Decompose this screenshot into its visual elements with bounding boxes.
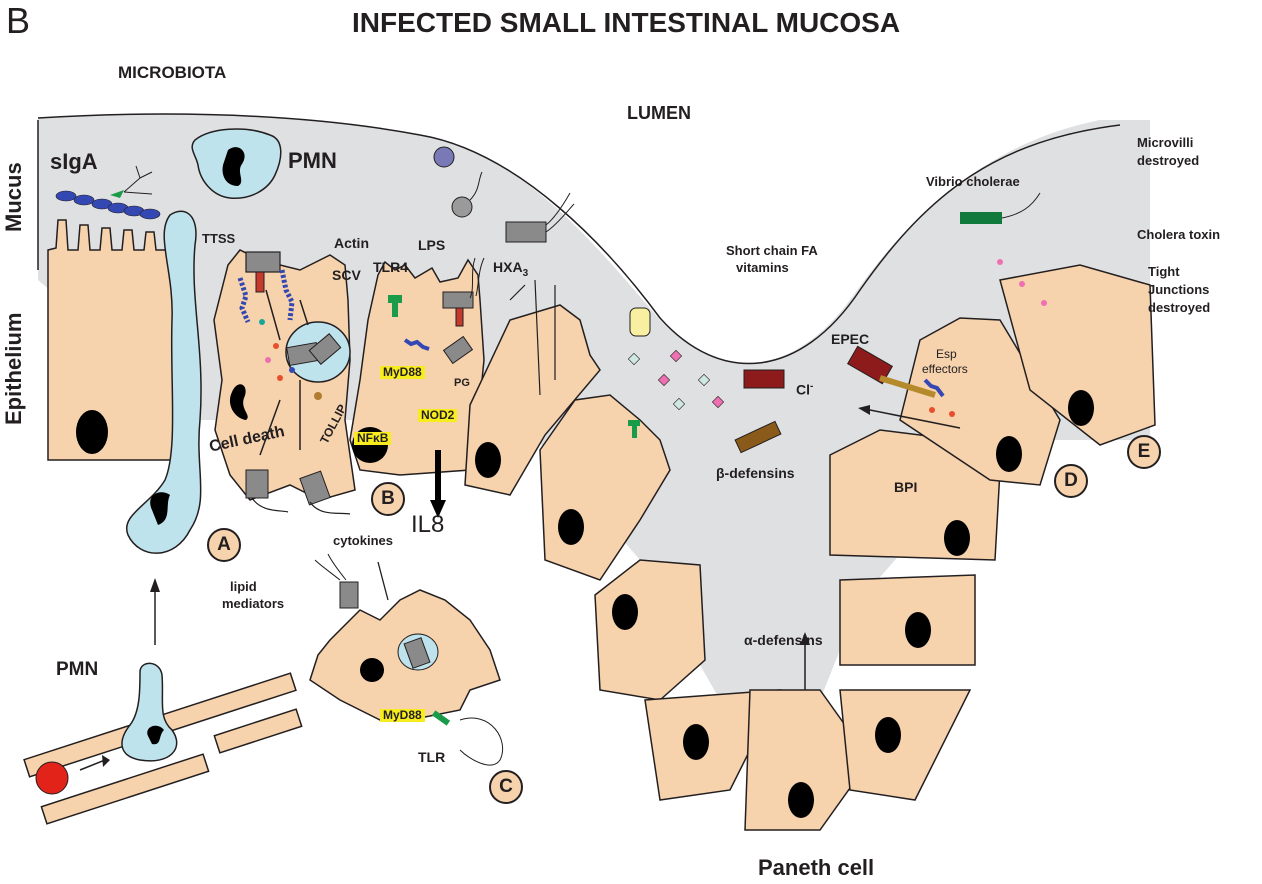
chloride-sup: - — [810, 381, 813, 392]
tlr-label: TLR — [418, 750, 445, 765]
panel-marker-b: B — [371, 482, 405, 516]
lumen-label: LUMEN — [627, 104, 691, 123]
tlr4-label: TLR4 — [373, 260, 408, 275]
siga-label: sIgA — [50, 150, 98, 173]
tight-junctions-label-1: Tight — [1148, 265, 1180, 279]
lipid-mediators-label-2: mediators — [222, 597, 284, 611]
lipid-mediators-label-1: lipid — [230, 580, 257, 594]
panel-marker-a: A — [207, 528, 241, 562]
alpha-defensins-label: α-defensins — [744, 633, 823, 648]
paneth-cell-label: Paneth cell — [758, 856, 874, 879]
pmn-top-label: PMN — [288, 149, 337, 172]
short-chain-label-2: vitamins — [736, 261, 789, 275]
esp-label-1: Esp — [936, 348, 957, 361]
hxa3-label: HXA3 — [493, 260, 528, 279]
tight-junctions-label-3: destroyed — [1148, 301, 1210, 315]
vibrio-label: Vibrio cholerae — [926, 175, 1020, 189]
actin-label: Actin — [334, 236, 369, 251]
hxa3-main: HXA — [493, 259, 523, 275]
panel-marker-c: C — [489, 770, 523, 804]
nfkb-label: NFκB — [354, 432, 391, 445]
cytokines-label: cytokines — [333, 534, 393, 548]
epithelium-label: Epithelium — [2, 313, 25, 425]
myd88-bottom-label: MyD88 — [380, 709, 425, 722]
scv-label: SCV — [332, 268, 361, 283]
lps-label: LPS — [418, 238, 445, 253]
chloride-main: Cl — [796, 382, 810, 398]
microvilli-label-2: destroyed — [1137, 154, 1199, 168]
hxa3-sub: 3 — [523, 268, 529, 279]
chloride-label: Cl- — [796, 382, 813, 397]
mucus-label: Mucus — [2, 162, 25, 232]
il8-label: IL8 — [411, 512, 444, 537]
beta-defensins-label: β-defensins — [716, 466, 795, 481]
panel-marker-d: D — [1054, 464, 1088, 498]
pg-label: PG — [454, 378, 470, 390]
bpi-label: BPI — [894, 480, 917, 495]
microvilli-label-1: Microvilli — [1137, 136, 1193, 150]
tollip-label: TOLLIP — [318, 403, 349, 446]
myd88-top-label: MyD88 — [380, 366, 425, 379]
panel-marker-e: E — [1127, 435, 1161, 469]
epec-label: EPEC — [831, 332, 869, 347]
short-chain-label-1: Short chain FA — [726, 244, 818, 258]
cholera-toxin-label: Cholera toxin — [1137, 228, 1220, 242]
esp-label-2: effectors — [922, 363, 968, 376]
page-title: INFECTED SMALL INTESTINAL MUCOSA — [352, 8, 900, 37]
ttss-label: TTSS — [202, 232, 235, 246]
tight-junctions-label-2: Junctions — [1148, 283, 1209, 297]
cell-death-label: Cell death — [208, 424, 286, 456]
pmn-bottom-label: PMN — [56, 660, 98, 680]
nod2-label: NOD2 — [418, 409, 457, 422]
panel-letter: B — [6, 2, 30, 40]
microbiota-label: MICROBIOTA — [118, 64, 226, 82]
